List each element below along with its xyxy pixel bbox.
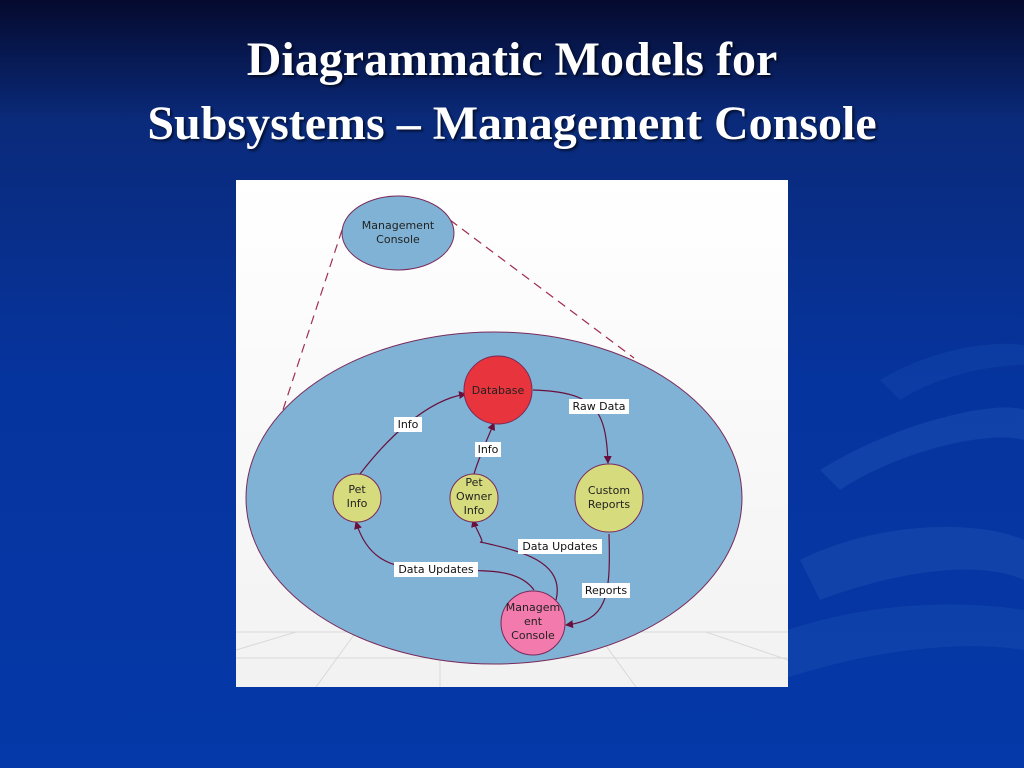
diagram-figure: Management Console Database Pet Info Pet… — [236, 180, 788, 687]
edge-label-reports: Reports — [582, 583, 630, 598]
custom-reports-label-2: Reports — [588, 498, 630, 511]
custom-reports-label-1: Custom — [588, 484, 630, 497]
edge-label-info-owner-text: Info — [478, 443, 499, 456]
edge-label-data-updates-pet: Data Updates — [394, 562, 478, 577]
pet-info-node — [332, 473, 382, 523]
zoom-line-right — [449, 219, 635, 359]
title-line-1: Diagrammatic Models for — [246, 33, 778, 86]
edge-reports-to-console — [565, 533, 610, 629]
edge-label-data-updates-pet-text: Data Updates — [398, 563, 474, 576]
database-label: Database — [472, 384, 525, 397]
diagram-canvas: Management Console Database Pet Info Pet… — [236, 180, 788, 687]
edge-label-info-owner: Info — [475, 442, 501, 457]
edge-label-raw-data: Raw Data — [569, 399, 629, 414]
top-node-label-2: Console — [376, 233, 420, 246]
console-label-1: Managem — [506, 601, 560, 614]
top-node-label-1: Management — [362, 219, 435, 232]
management-console-node — [500, 590, 566, 656]
console-label-3: Console — [511, 629, 555, 642]
top-management-console-node — [341, 195, 455, 271]
custom-reports-node — [574, 463, 644, 533]
edge-label-data-updates-owner-text: Data Updates — [522, 540, 598, 553]
edge-console-to-pet-owner — [471, 519, 558, 601]
pet-owner-label-1: Pet — [465, 476, 483, 489]
edge-label-raw-data-text: Raw Data — [573, 400, 626, 413]
pet-owner-label-3: Info — [464, 504, 485, 517]
title-line-2: Subsystems – Management Console — [147, 97, 877, 150]
edge-label-info-pet-text: Info — [398, 418, 419, 431]
database-node — [463, 355, 533, 425]
pet-owner-label-2: Owner — [456, 490, 492, 503]
slide-title: Diagrammatic Models for Subsystems – Man… — [0, 28, 1024, 156]
edge-label-info-pet: Info — [394, 417, 422, 432]
console-label-2: ent — [524, 615, 543, 628]
pet-info-label-2: Info — [347, 497, 368, 510]
edge-label-reports-text: Reports — [585, 584, 627, 597]
edge-label-data-updates-owner: Data Updates — [518, 539, 602, 554]
pet-info-label-1: Pet — [348, 483, 366, 496]
pet-owner-info-node — [449, 473, 499, 523]
